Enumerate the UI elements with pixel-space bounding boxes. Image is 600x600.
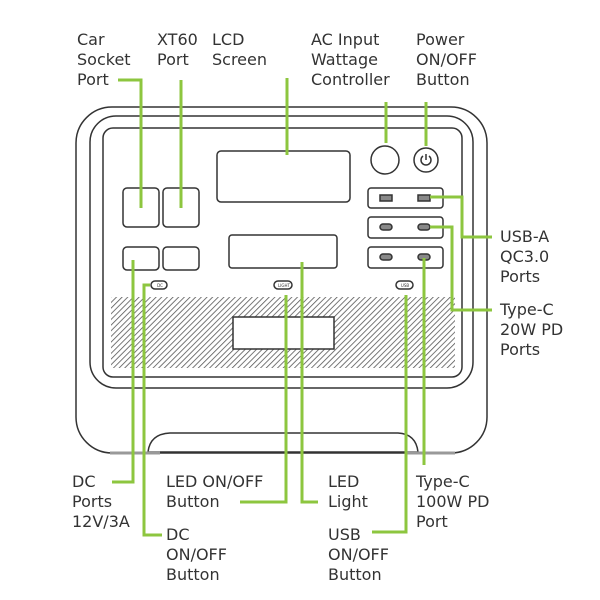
label-lcd-screen: LCD Screen — [212, 30, 268, 69]
leader-car-socket — [118, 78, 143, 208]
ac-wattage-knob — [370, 145, 400, 175]
label-led-button: LED ON/OFF Button — [166, 472, 264, 511]
light-button-text: LIGHT — [278, 283, 291, 288]
leader-lines — [112, 78, 492, 537]
leader-type-c-20w — [430, 225, 492, 312]
label-dc-button: DC ON/OFF Button — [166, 525, 227, 584]
label-xt60-port: XT60 Port — [157, 30, 198, 69]
leader-led-button — [240, 295, 288, 504]
label-usb-button: USB ON/OFF Button — [328, 525, 389, 584]
device-bezel — [89, 115, 474, 389]
light-button — [273, 280, 293, 290]
label-dc-ports: DC Ports 12V/3A — [72, 472, 130, 531]
label-type-c-20w: Type-C 20W PD Ports — [500, 300, 564, 359]
dc-button — [150, 280, 168, 290]
dc-button-text: DC — [157, 283, 163, 288]
leader-dc-ports — [112, 260, 135, 484]
power-icon — [420, 154, 432, 166]
lcd-screen — [216, 150, 351, 203]
led-light — [228, 234, 338, 269]
leader-dc-button — [142, 283, 162, 537]
leader-usb-a — [430, 195, 492, 239]
usb-button-text: USB — [401, 283, 409, 288]
label-ac-input: AC Input Wattage Controller — [311, 30, 390, 89]
front-panel — [102, 127, 463, 378]
label-usb-a-ports: USB-A QC3.0 Ports — [500, 227, 550, 286]
power-button — [413, 147, 439, 173]
label-power-button: Power ON/OFF Button — [416, 30, 477, 89]
leader-led-light — [300, 262, 318, 504]
dc-port — [162, 246, 200, 271]
type-c-100w-panel — [367, 246, 444, 269]
grille-window — [232, 316, 335, 350]
usb-button — [395, 280, 414, 290]
label-car-socket-port: Car Socket Port — [77, 30, 131, 89]
label-led-light: LED Light — [328, 472, 368, 511]
dc-port — [122, 246, 160, 271]
carry-handle — [147, 432, 419, 453]
label-type-c-100w: Type-C 100W PD Port — [416, 472, 490, 531]
leader-usb-button — [372, 295, 408, 534]
